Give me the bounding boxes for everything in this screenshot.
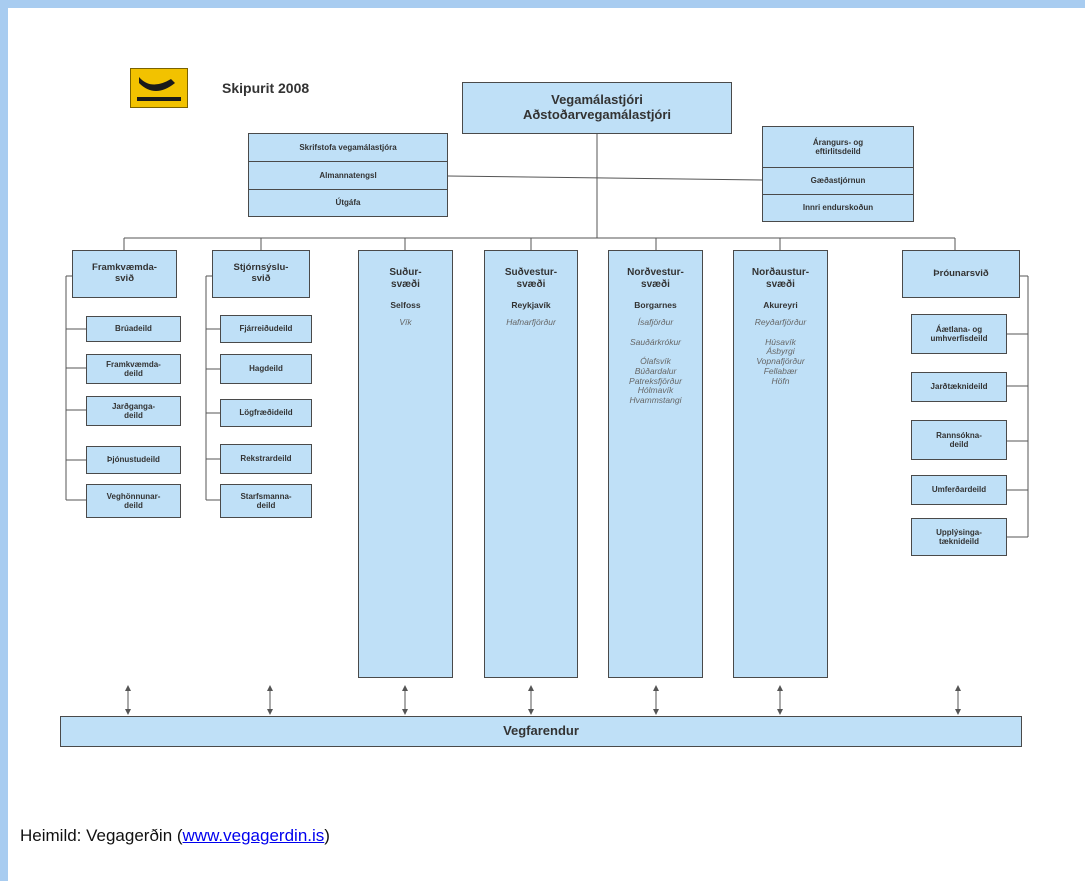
internal-audit-box: Innri endurskoðun: [762, 194, 914, 222]
org-chart: Skipurit 2008 Vegamálastjóri Aðstoðarveg…: [60, 68, 1029, 747]
top-frame-border: [0, 0, 1085, 8]
region-name: Norðvestur- svæði: [627, 267, 684, 290]
unit-box: Veghönnunar- deild: [86, 484, 181, 518]
unit-box: Áætlana- og umhverfisdeild: [911, 314, 1007, 354]
unit-box: Framkvæmda- deild: [86, 354, 181, 384]
unit-box: Hagdeild: [220, 354, 312, 384]
administration-division-box: Stjórnsýslu- svið: [212, 250, 310, 298]
unit-box: Þjónustudeild: [86, 446, 181, 474]
region-south-box: Suður- svæði Selfoss Vík: [358, 250, 453, 678]
region-hq: Reykjavík: [511, 300, 551, 310]
unit-box: Rannsókna- deild: [911, 420, 1007, 460]
region-hq: Akureyri: [763, 300, 798, 310]
region-hq: Borgarnes: [634, 300, 677, 310]
vegagerdin-logo: [130, 68, 188, 108]
unit-box: Upplýsinga- tæknideild: [911, 518, 1007, 556]
public-relations-box: Almannatengsl: [248, 161, 448, 190]
source-prefix: Heimild: Vegagerðin (: [20, 826, 183, 845]
unit-box: Starfsmanna- deild: [220, 484, 312, 518]
unit-box: Brúadeild: [86, 316, 181, 342]
region-offices: Reyðarfjörður Húsavík Ásbyrgi Vopnafjörð…: [754, 317, 807, 386]
source-link[interactable]: www.vegagerdin.is: [182, 826, 325, 845]
connector-lines: [65, 133, 1029, 715]
unit-box: Jarðganga- deild: [86, 396, 181, 426]
publishing-box: Útgáfa: [248, 189, 448, 217]
region-name: Suðvestur- svæði: [504, 267, 558, 290]
left-frame-border: [0, 0, 8, 881]
unit-box: Umferðardeild: [911, 475, 1007, 505]
unit-box: Rekstrardeild: [220, 444, 312, 474]
unit-box: Lögfræðideild: [220, 399, 312, 427]
director-title: Vegamálastjóri: [551, 92, 643, 108]
region-northwest-box: Norðvestur- svæði Borgarnes Ísafjörður S…: [608, 250, 703, 678]
deputy-director-title: Aðstoðarvegamálastjóri: [522, 107, 672, 122]
region-name: Norðaustur- svæði: [751, 267, 810, 290]
staff-office-box: Skrifstofa vegamálastjóra: [248, 133, 448, 162]
source-suffix: ): [324, 826, 330, 845]
region-offices: Hafnarfjörður: [506, 317, 556, 327]
quality-management-box: Gæðastjórnun: [762, 167, 914, 195]
road-users-bar: Vegfarendur: [60, 716, 1022, 747]
unit-box: Jarðtæknideild: [911, 372, 1007, 402]
development-division-box: Þróunarsvið: [902, 250, 1020, 298]
double-arrow-icons: [127, 687, 959, 713]
region-southwest-box: Suðvestur- svæði Reykjavík Hafnarfjörður: [484, 250, 578, 678]
region-offices: Vík: [399, 317, 412, 327]
region-offices: Ísafjörður Sauðárkrókur Ólafsvík Búðarda…: [629, 317, 682, 406]
unit-box: Fjárreiðudeild: [220, 315, 312, 343]
source-caption: Heimild: Vegagerðin (www.vegagerdin.is): [20, 826, 330, 846]
chart-title: Skipurit 2008: [222, 80, 310, 96]
performance-audit-box: Árangurs- og eftirlitsdeild: [762, 126, 914, 168]
region-hq: Selfoss: [390, 300, 421, 310]
region-northeast-box: Norðaustur- svæði Akureyri Reyðarfjörður…: [733, 250, 828, 678]
director-box: Vegamálastjóri Aðstoðarvegamálastjóri: [462, 82, 732, 134]
region-name: Suður- svæði: [389, 267, 422, 290]
construction-division-box: Framkvæmda- svið: [72, 250, 177, 298]
